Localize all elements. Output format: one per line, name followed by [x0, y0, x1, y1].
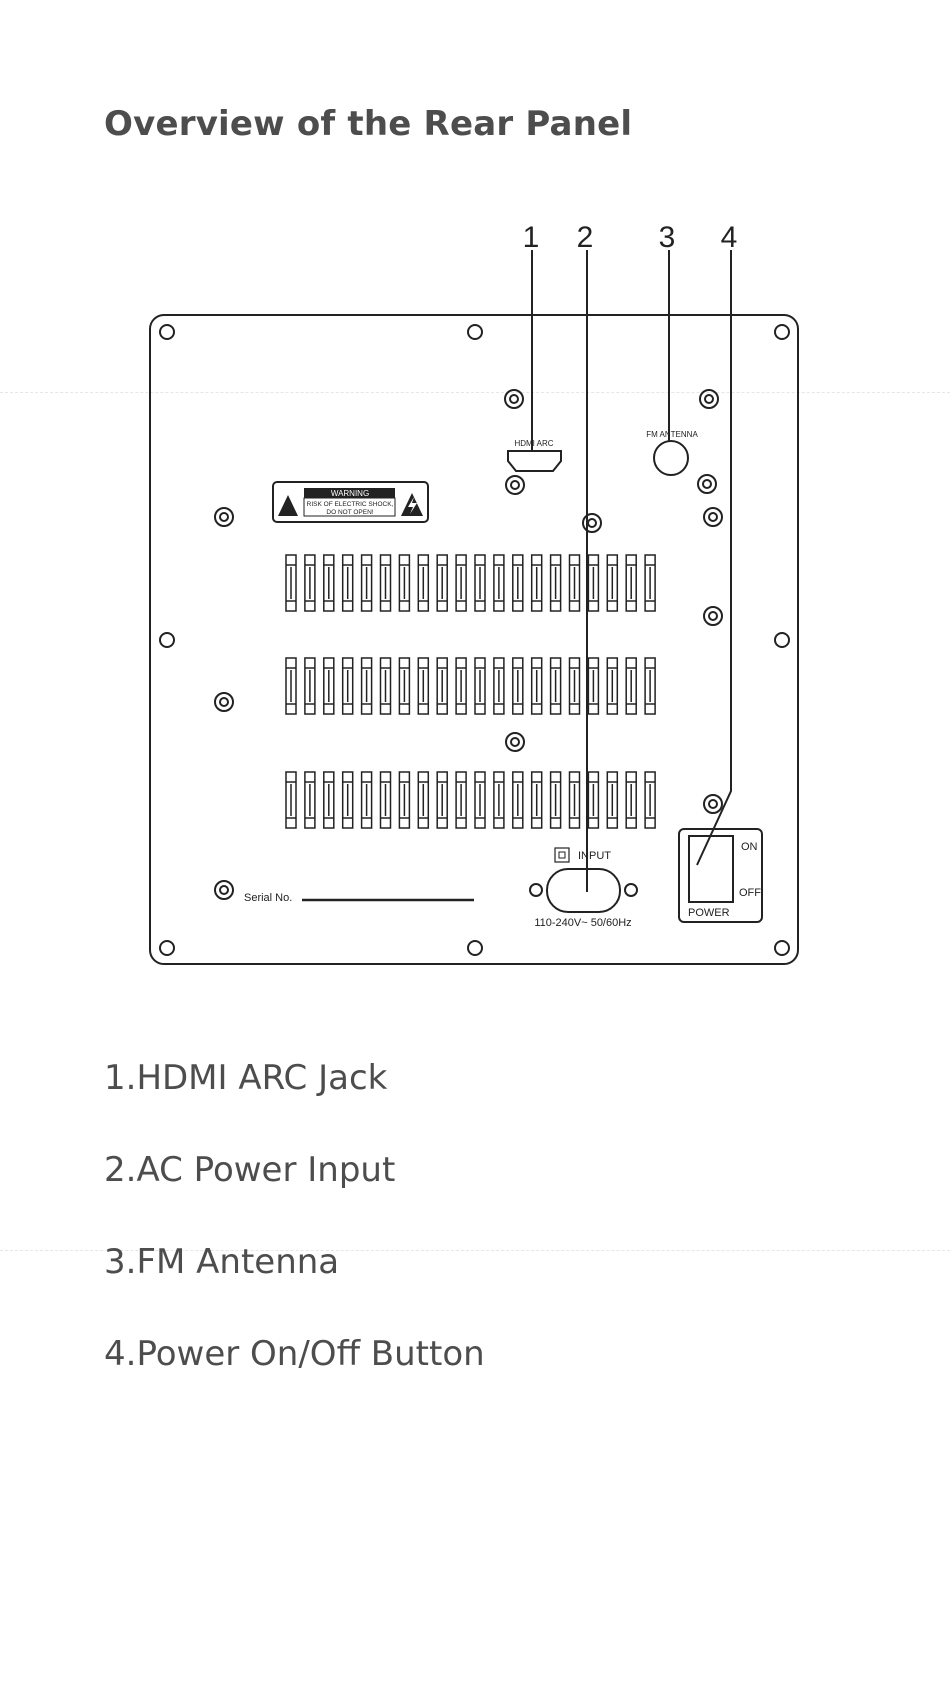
screw-icon [468, 941, 482, 955]
screw-icon [160, 325, 174, 339]
screw-icon [160, 633, 174, 647]
legend-item-2: 2.AC Power Input [104, 1150, 395, 1190]
callout-3: 3 [659, 221, 676, 254]
screw-icon [506, 733, 524, 751]
power-switch-rocker [689, 836, 733, 902]
screw-icon [160, 941, 174, 955]
screw-icon [468, 325, 482, 339]
fm-antenna-socket-icon [654, 441, 688, 475]
screw-icon [704, 508, 722, 526]
leader-line-4 [697, 250, 731, 865]
fm-antenna-label: FM ANTENNA [646, 430, 698, 439]
screw-icon [704, 795, 722, 813]
input-label: INPUT [578, 850, 611, 862]
hdmi-port-icon [508, 451, 561, 471]
switch-on-label: ON [741, 841, 758, 853]
rear-panel-diagram: 1 2 3 4 HDMI ARC FM ANTENNA ! WARNING RI… [0, 200, 950, 980]
ac-power-socket-icon [547, 869, 620, 912]
screw-icon [698, 475, 716, 493]
svg-text:RISK OF ELECTRIC SHOCK,: RISK OF ELECTRIC SHOCK, [307, 501, 394, 508]
legend-item-4: 4.Power On/Off Button [104, 1334, 485, 1374]
serial-number-label: Serial No. [244, 892, 292, 904]
switch-power-label: POWER [688, 907, 730, 919]
screw-icon [583, 514, 601, 532]
screw-icon [506, 476, 524, 494]
vent-grille [286, 555, 655, 611]
voltage-label: 110-240V~ 50/60Hz [534, 917, 631, 929]
vent-grille [286, 772, 655, 828]
screw-icon [215, 881, 233, 899]
hdmi-port-label: HDMI ARC [514, 439, 553, 448]
screw-icon [775, 325, 789, 339]
page-title: Overview of the Rear Panel [104, 104, 632, 144]
callout-4: 4 [721, 221, 738, 254]
callout-1: 1 [523, 221, 540, 254]
svg-text:!: ! [286, 505, 290, 517]
vent-grille [286, 658, 655, 714]
legend-item-3: 3.FM Antenna [104, 1242, 339, 1282]
screw-icon [505, 390, 523, 408]
warning-label: ! WARNING RISK OF ELECTRIC SHOCK, DO NOT… [273, 482, 428, 522]
svg-text:DO NOT OPEN!: DO NOT OPEN! [326, 509, 373, 516]
panel-outline [150, 315, 798, 964]
legend-item-1: 1.HDMI ARC Jack [104, 1058, 387, 1098]
screw-icon [215, 693, 233, 711]
screw-icon [700, 390, 718, 408]
screw-icon [215, 508, 233, 526]
input-square-icon [555, 848, 569, 862]
screw-icon [775, 633, 789, 647]
callout-2: 2 [577, 221, 594, 254]
switch-off-label: OFF [739, 887, 761, 899]
svg-text:WARNING: WARNING [331, 489, 369, 498]
screw-icon [704, 607, 722, 625]
screw-icon [775, 941, 789, 955]
